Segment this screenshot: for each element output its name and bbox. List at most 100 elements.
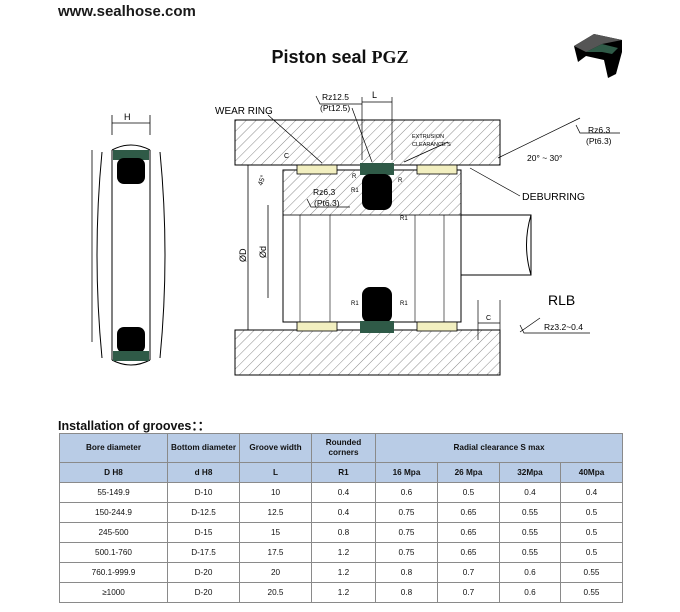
table-row: 500.1-760 D-17.5 17.5 1.2 0.75 0.65 0.55… [59, 542, 624, 563]
table-cell: 0.5 [437, 482, 500, 503]
table-cell: 0.6 [499, 582, 561, 603]
label-od-small: Ød [258, 246, 268, 258]
title-code: PGZ [371, 47, 409, 67]
label-pt-mid: (Pt6.3) [314, 198, 340, 208]
label-rz-right: Rz6.3 [588, 125, 610, 135]
header-bore: Bore diameter [59, 433, 168, 463]
table-cell: 15 [239, 522, 312, 543]
seal-bottom-ring [360, 321, 394, 333]
table-row: 55-149.9 D-10 10 0.4 0.6 0.5 0.4 0.4 [59, 482, 624, 503]
table-cell: 245-500 [59, 522, 168, 543]
subheader-cell: L [239, 462, 312, 483]
title-main: Piston seal [271, 47, 367, 67]
table-cell: 760.1-999.9 [59, 562, 168, 583]
page-title: Piston seal PGZ [0, 47, 680, 68]
table-row: 245-500 D-15 15 0.8 0.75 0.65 0.55 0.5 [59, 522, 624, 543]
label-45: 45° [256, 174, 267, 187]
technical-drawing: H WEAR RING Rz12.5 (Pt12.5) L EXTRUSION … [91, 90, 620, 376]
table-cell: D-15 [167, 522, 240, 543]
table-cell: 0.55 [499, 502, 561, 523]
table-row: ≥1000 D-20 20.5 1.2 0.8 0.7 0.6 0.55 [59, 582, 624, 603]
table-cell: 0.4 [559, 482, 624, 503]
label-wear-ring: WEAR RING [215, 106, 273, 117]
table-cell: 0.55 [499, 522, 561, 543]
label-pt-top: (Pt12.5) [320, 103, 350, 113]
table-cell: 0.75 [375, 502, 438, 523]
table-cell: 0.75 [375, 522, 438, 543]
label-r1-d: R1 [400, 301, 408, 307]
header-radial: Radial clearance S max [374, 433, 624, 463]
label-rz-top: Rz12.5 [322, 92, 349, 102]
subheader-cell: 26 Mpa [437, 462, 500, 483]
table-cell: 0.55 [559, 582, 624, 603]
label-extrusion-1: EXTRUSION [412, 134, 444, 140]
label-l: L [372, 90, 377, 100]
table-cell: 20.5 [239, 582, 312, 603]
cylinder-top [234, 119, 501, 166]
table-cell: D-10 [167, 482, 240, 503]
label-r-left: R [352, 174, 357, 180]
wear-ring-top-left [296, 164, 338, 175]
label-c-top: C [284, 153, 289, 160]
subheader-cell: 32Mpa [499, 462, 561, 483]
label-extrusion-2: CLEARANCE S [412, 142, 451, 148]
table-cell: D-12.5 [167, 502, 240, 523]
table-cell: 0.6 [375, 482, 438, 503]
table-cell: 0.75 [375, 542, 438, 563]
header-rounded: Rounded corners [311, 433, 376, 463]
table-cell: 1.2 [311, 562, 376, 583]
table-row: 150-244.9 D-12.5 12.5 0.4 0.75 0.65 0.55… [59, 502, 624, 523]
label-r1-c: R1 [351, 301, 359, 307]
label-rz-bottom: Rz3.2~0.4 [544, 322, 583, 332]
subheader-row: D H8 d H8 L R1 16 Mpa 26 Mpa 32Mpa 40Mpa [59, 462, 624, 483]
table-cell: 0.5 [559, 522, 624, 543]
table-cell: 0.4 [311, 482, 376, 503]
seal-bottom-energizer [362, 287, 392, 323]
table-cell: 0.65 [437, 522, 500, 543]
section-label: Installation of grooves：： [58, 419, 211, 433]
label-c-bottom: C [486, 315, 491, 322]
seal-top-energizer [362, 174, 392, 210]
site-url: www.sealhose.com [58, 3, 196, 20]
table-cell: 0.5 [559, 542, 624, 563]
wear-ring-bottom-right [416, 321, 458, 332]
header-groove: Groove width [239, 433, 312, 463]
subheader-cell: D H8 [59, 462, 168, 483]
subheader-cell: 40Mpa [559, 462, 624, 483]
subheader-cell: d H8 [167, 462, 240, 483]
table-cell: 0.8 [375, 582, 438, 603]
table-cell: D-17.5 [167, 542, 240, 563]
label-angle: 20° ~ 30° [527, 153, 562, 163]
header-row: Bore diameter Bottom diameter Groove wid… [59, 433, 624, 463]
label-deburring: DEBURRING [522, 191, 585, 203]
subheader-cell: 16 Mpa [375, 462, 438, 483]
table-cell: 12.5 [239, 502, 312, 523]
table-cell: 0.4 [311, 502, 376, 523]
label-pt-right: (Pt6.3) [586, 136, 612, 146]
label-r1-b: R1 [400, 216, 408, 222]
label-h: H [124, 112, 131, 122]
seal-profile-icon [574, 34, 622, 78]
table-cell: ≥1000 [59, 582, 168, 603]
piston-rod [460, 214, 532, 276]
table-cell: 0.65 [437, 502, 500, 523]
table-cell: 10 [239, 482, 312, 503]
table-cell: 0.4 [499, 482, 561, 503]
table-cell: 0.65 [437, 542, 500, 563]
table-cell: D-20 [167, 582, 240, 603]
label-r1-a: R1 [351, 188, 359, 194]
seal-ring-view [91, 115, 166, 366]
wear-ring-top-right [416, 164, 458, 175]
table-cell: 0.55 [499, 542, 561, 563]
table-cell: 0.7 [437, 582, 500, 603]
table-cell: 150-244.9 [59, 502, 168, 523]
label-od: ØD [238, 248, 248, 262]
table-cell: D-20 [167, 562, 240, 583]
label-rlb: RLB [548, 292, 575, 308]
label-rz-mid: Rz6.3 [313, 187, 335, 197]
table-cell: 0.55 [559, 562, 624, 583]
table-cell: 500.1-760 [59, 542, 168, 563]
cylinder-bottom [234, 329, 501, 376]
table-cell: 1.2 [311, 542, 376, 563]
subheader-cell: R1 [311, 462, 376, 483]
